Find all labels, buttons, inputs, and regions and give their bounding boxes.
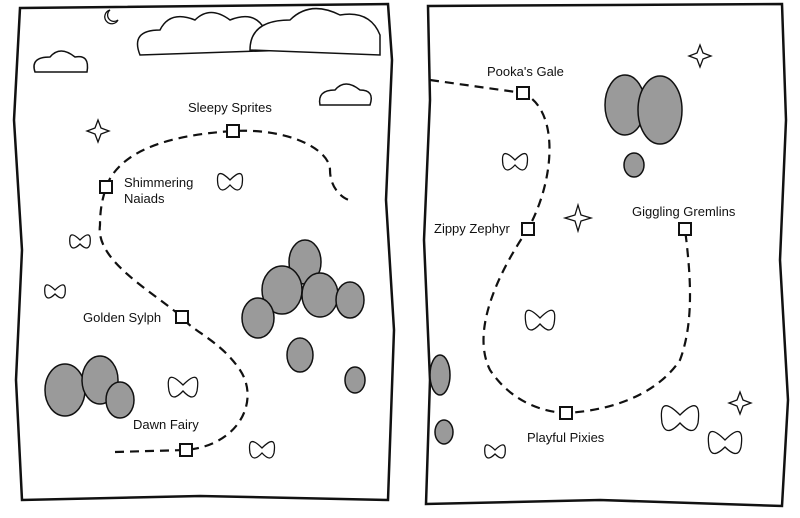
stop-label-zippy-zephyr: Zippy Zephyr [434,221,510,237]
butterflies [44,153,743,459]
stop-marker-giggling-gremlins[interactable] [678,222,692,236]
stop-label-giggling-gremlins: Giggling Gremlins [632,204,736,220]
stop-label-golden-sylph: Golden Sylph [83,310,162,326]
stop-label-playful-pixies: Playful Pixies [527,430,605,446]
stop-marker-zippy-zephyr[interactable] [521,222,535,236]
stop-label-shimmering-naiads: Shimmering Naiads [124,175,194,207]
stop-marker-golden-sylph[interactable] [175,310,189,324]
stop-marker-shimmering-naiads[interactable] [99,180,113,194]
stop-marker-playful-pixies[interactable] [559,406,573,420]
stop-label-pookas-gale: Pooka's Gale [487,64,564,80]
left-trail [98,129,351,454]
clouds [33,7,381,106]
stop-marker-sleepy-sprites[interactable] [226,124,240,138]
trees [44,74,683,445]
stop-label-sleepy-sprites: Sleepy Sprites [188,100,272,116]
stop-marker-pookas-gale[interactable] [516,86,530,100]
right-trail [429,78,692,415]
stop-label-dawn-fairy: Dawn Fairy [133,417,199,433]
right-parchment [422,2,790,508]
trail-paths [98,78,692,454]
stop-marker-dawn-fairy[interactable] [179,443,193,457]
left-parchment [12,2,396,502]
stop-label-line: Shimmering [124,175,194,190]
stop-label-line: Naiads [124,191,165,206]
sparkles [85,9,753,416]
